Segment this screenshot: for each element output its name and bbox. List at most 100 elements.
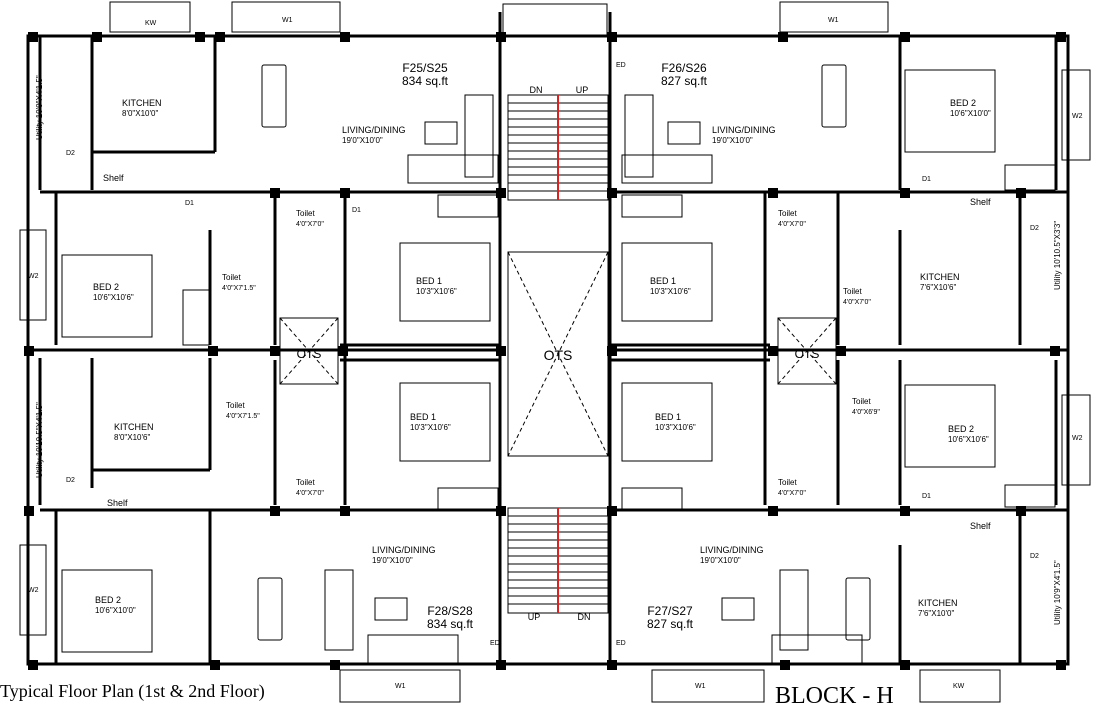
labels: F25/S25 834 sq.ft F26/S26 827 sq.ft F28/… <box>0 17 1083 707</box>
room-size: 10'6"X10'0" <box>95 606 136 615</box>
unit-area: 834 sq.ft <box>402 74 449 88</box>
room-name: BED 1 <box>655 412 681 422</box>
column-block <box>607 32 617 42</box>
structural-columns <box>24 32 1066 670</box>
column-block <box>1056 660 1066 670</box>
unit-name: F27/S27 <box>647 604 693 618</box>
room-name: BED 2 <box>948 424 974 434</box>
room-size: 4'0"X7'0" <box>296 221 324 228</box>
block-label: BLOCK - H <box>775 683 894 707</box>
window-tag: W2 <box>1072 435 1083 442</box>
outer-walls <box>26 3 1070 670</box>
column-block <box>338 346 348 356</box>
furniture <box>61 64 1056 664</box>
column-block <box>900 188 910 198</box>
column-block <box>607 506 617 516</box>
column-block <box>900 660 910 670</box>
room-name: LIVING/DINING <box>712 125 776 135</box>
ots-label: OTS <box>795 347 820 361</box>
column-block <box>1016 506 1026 516</box>
column-block <box>208 346 218 356</box>
unit-area: 834 sq.ft <box>427 617 474 631</box>
room-name: BED 2 <box>93 282 119 292</box>
window-tag: W1 <box>282 17 293 24</box>
room-name: KITCHEN <box>114 422 154 432</box>
window-tag: KW <box>145 20 157 27</box>
shelf-label: Shelf <box>970 197 991 207</box>
door-tag: D1 <box>352 207 361 214</box>
door-tag: D1 <box>922 493 931 500</box>
column-block <box>496 660 506 670</box>
utility-label: Utility 10'9"X4'1.5" <box>35 75 44 140</box>
column-block <box>28 660 38 670</box>
column-block <box>340 506 350 516</box>
unit-name: F25/S25 <box>402 61 448 75</box>
column-block <box>24 346 34 356</box>
utility-label: Utility 10'10.5"X3'3" <box>1053 221 1062 290</box>
room-size: 10'3"X10'6" <box>416 287 457 296</box>
column-block <box>24 506 34 516</box>
column-block <box>496 506 506 516</box>
ots-label: OTS <box>544 347 573 363</box>
window-tag: W2 <box>28 587 39 594</box>
column-block <box>607 660 617 670</box>
room-name: Toilet <box>778 478 797 487</box>
column-block <box>92 32 102 42</box>
room-name: Toilet <box>778 209 797 218</box>
column-block <box>340 32 350 42</box>
room-size: 19'0"X10'0" <box>372 556 413 565</box>
column-block <box>1016 188 1026 198</box>
room-size: 4'0"X7'1.5" <box>222 285 256 292</box>
staircase-bottom <box>507 507 609 614</box>
door-tag: D1 <box>922 176 931 183</box>
room-name: KITCHEN <box>918 598 958 608</box>
room-size: 4'0"X7'0" <box>843 299 871 306</box>
column-block <box>1056 32 1066 42</box>
room-name: Toilet <box>852 397 871 406</box>
column-block <box>340 188 350 198</box>
unit-name: F26/S26 <box>661 61 707 75</box>
column-block <box>780 660 790 670</box>
room-size: 10'3"X10'6" <box>410 423 451 432</box>
column-block <box>496 346 506 356</box>
door-tag: ED <box>490 640 500 647</box>
room-name: LIVING/DINING <box>342 125 406 135</box>
column-block <box>1050 346 1060 356</box>
room-size: 10'6"X10'6" <box>948 435 989 444</box>
room-size: 7'6"X10'0" <box>918 609 954 618</box>
column-block <box>210 660 220 670</box>
room-name: BED 1 <box>410 412 436 422</box>
ots-label: OTS <box>297 347 322 361</box>
column-block <box>270 506 280 516</box>
room-name: BED 1 <box>650 276 676 286</box>
door-tag: ED <box>616 640 626 647</box>
column-block <box>496 188 506 198</box>
room-name: BED 1 <box>416 276 442 286</box>
window-tag: W1 <box>828 17 839 24</box>
ots-shafts <box>279 317 837 385</box>
room-name: BED 2 <box>95 595 121 605</box>
room-name: Toilet <box>296 478 315 487</box>
column-block <box>607 188 617 198</box>
room-size: 7'6"X10'6" <box>920 283 956 292</box>
column-block <box>195 32 205 42</box>
column-block <box>607 346 617 356</box>
room-name: BED 2 <box>950 98 976 108</box>
room-size: 10'3"X10'6" <box>655 423 696 432</box>
drawing-caption: Typical Floor Plan (1st & 2nd Floor) <box>0 681 265 702</box>
shelf-label: Shelf <box>107 498 128 508</box>
door-tag: D2 <box>1030 553 1039 560</box>
staircase-top <box>507 94 609 201</box>
room-name: LIVING/DINING <box>700 545 764 555</box>
column-block <box>768 188 778 198</box>
room-size: 4'0"X7'0" <box>778 490 806 497</box>
column-block <box>270 346 280 356</box>
room-name: Toilet <box>226 401 245 410</box>
unit-area: 827 sq.ft <box>647 617 694 631</box>
column-block <box>768 506 778 516</box>
room-size: 19'0"X10'0" <box>342 136 383 145</box>
room-size: 4'0"X7'0" <box>778 221 806 228</box>
stair-up-label: UP <box>528 612 541 622</box>
room-name: Toilet <box>843 287 862 296</box>
